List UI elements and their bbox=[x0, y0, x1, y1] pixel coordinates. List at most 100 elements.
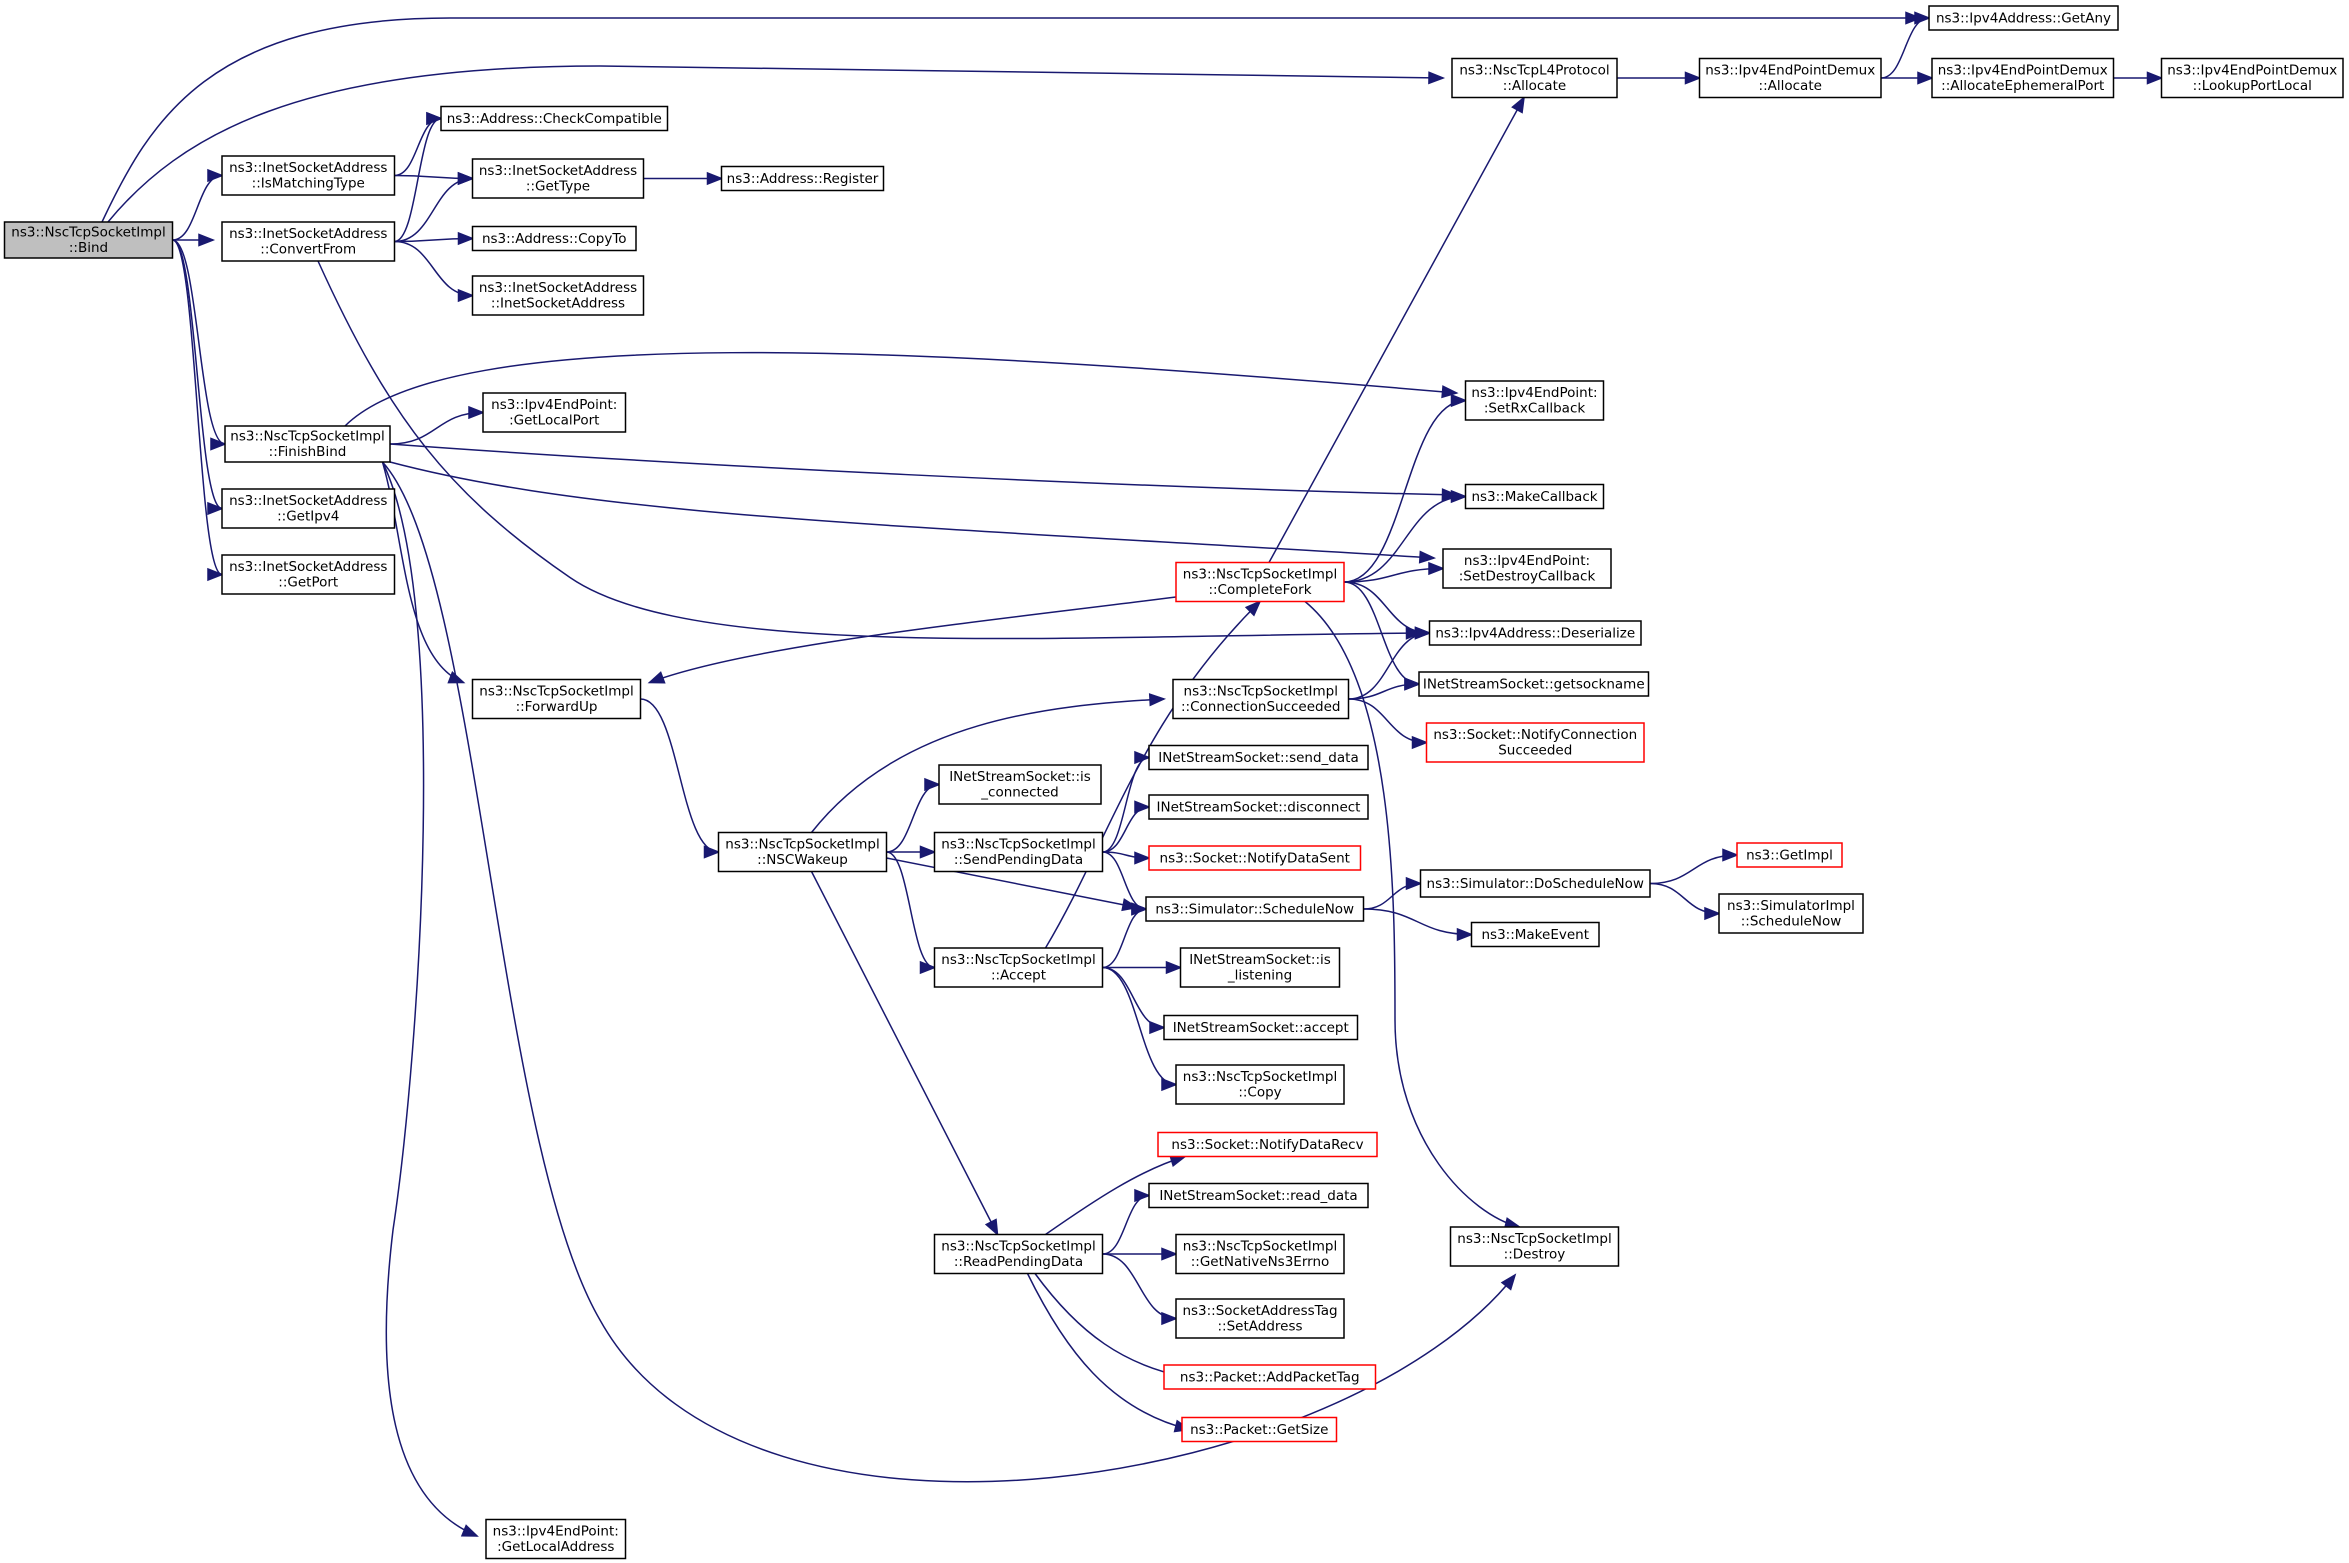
node-is_connected[interactable]: INetStreamSocket::is_connected bbox=[938, 764, 1102, 805]
node-getsockname[interactable]: INetStreamSocket::getsockname bbox=[1418, 671, 1650, 697]
node-box bbox=[1175, 1064, 1345, 1105]
node-label-line: ::GetType bbox=[526, 179, 590, 195]
node-box bbox=[1175, 561, 1345, 603]
node-makecallback[interactable]: ns3::MakeCallback bbox=[1464, 483, 1605, 510]
node-box bbox=[1419, 869, 1651, 898]
node-label-line: ::NSCWakeup bbox=[757, 852, 848, 868]
node-readpending[interactable]: ns3::NscTcpSocketImpl::ReadPendingData bbox=[933, 1233, 1104, 1275]
node-ep_getlocalport[interactable]: ns3::Ipv4EndPoint::GetLocalPort bbox=[482, 392, 627, 433]
node-box bbox=[221, 488, 396, 529]
node-ipv4_deserialize[interactable]: ns3::Ipv4Address::Deserialize bbox=[1428, 620, 1642, 646]
node-completefork[interactable]: ns3::NscTcpSocketImpl::CompleteFork bbox=[1175, 561, 1345, 603]
edge-arrowhead bbox=[1161, 1247, 1179, 1261]
node-bind[interactable]: ns3::NscTcpSocketImpl::Bind bbox=[3, 221, 174, 259]
node-ep_setdestroy[interactable]: ns3::Ipv4EndPoint::SetDestroyCallback bbox=[1442, 548, 1612, 589]
edge-completefork-to-forwardup bbox=[647, 596, 1177, 684]
node-getimpl[interactable]: ns3::GetImpl bbox=[1736, 842, 1843, 868]
edge-l4_allocate-to-demux_allocate bbox=[1617, 71, 1702, 85]
node-isa_ismatching[interactable]: ns3::InetSocketAddress::IsMatchingType bbox=[221, 155, 396, 196]
node-l4_allocate[interactable]: ns3::NscTcpL4Protocol::Allocate bbox=[1451, 57, 1618, 99]
edge-line bbox=[1348, 698, 1427, 744]
node-addr_copyto[interactable]: ns3::Address::CopyTo bbox=[471, 225, 637, 252]
node-isa_convertfrom[interactable]: ns3::InetSocketAddress::ConvertFrom bbox=[221, 221, 396, 262]
node-box bbox=[1418, 671, 1650, 697]
edge-connsucceeded-to-ipv4_deserialize bbox=[1348, 626, 1432, 700]
node-isa_ctor[interactable]: ns3::InetSocketAddress::InetSocketAddres… bbox=[471, 275, 645, 316]
edge-arrowhead bbox=[1134, 1188, 1152, 1203]
node-isa_getipv4[interactable]: ns3::InetSocketAddress::GetIpv4 bbox=[221, 488, 396, 529]
node-label-line: _connected bbox=[980, 785, 1058, 801]
node-accept_impl[interactable]: ns3::NscTcpSocketImpl::Accept bbox=[933, 947, 1104, 988]
node-forwardup[interactable]: ns3::NscTcpSocketImpl::ForwardUp bbox=[471, 678, 642, 720]
node-copy[interactable]: ns3::NscTcpSocketImpl::Copy bbox=[1175, 1064, 1345, 1105]
node-box bbox=[1179, 947, 1341, 988]
nodes-layer: ns3::NscTcpSocketImpl::Bindns3::Ipv4Addr… bbox=[3, 5, 2344, 1560]
node-ins_accept[interactable]: INetStreamSocket::accept bbox=[1163, 1014, 1359, 1041]
node-demux_allocate[interactable]: ns3::Ipv4EndPointDemux::Allocate bbox=[1698, 57, 1882, 99]
node-box bbox=[1163, 1014, 1359, 1041]
edge-line bbox=[172, 239, 226, 445]
node-getsize[interactable]: ns3::Packet::GetSize bbox=[1181, 1416, 1338, 1443]
edge-line bbox=[394, 177, 473, 243]
edge-line bbox=[1034, 1273, 1186, 1378]
node-label-line: ns3::NscTcpSocketImpl bbox=[725, 837, 879, 853]
node-demux_alloc_eph[interactable]: ns3::Ipv4EndPointDemux::AllocateEphemera… bbox=[1931, 57, 2115, 99]
edge-line bbox=[886, 851, 935, 969]
node-label-line: ns3::Packet::AddPacketTag bbox=[1180, 1369, 1360, 1385]
node-is_listening[interactable]: INetStreamSocket::is_listening bbox=[1179, 947, 1341, 988]
node-disconnect[interactable]: INetStreamSocket::disconnect bbox=[1148, 794, 1369, 820]
edge-arrowhead bbox=[1165, 960, 1183, 975]
edge-arrowhead bbox=[1450, 393, 1468, 408]
node-finishbind[interactable]: ns3::NscTcpSocketImpl::FinishBind bbox=[224, 425, 391, 463]
node-read_data[interactable]: INetStreamSocket::read_data bbox=[1148, 1182, 1369, 1209]
edge-arrowhead bbox=[1428, 561, 1446, 576]
node-getnativeerrno[interactable]: ns3::NscTcpSocketImpl::GetNativeNs3Errno bbox=[1175, 1233, 1345, 1275]
edge-line bbox=[394, 117, 442, 177]
node-simimpl_schedule[interactable]: ns3::SimulatorImpl::ScheduleNow bbox=[1718, 893, 1864, 934]
edge-sim_schedulenow-to-makeevent bbox=[1363, 908, 1474, 942]
node-demux_lookup[interactable]: ns3::Ipv4EndPointDemux::LookupPortLocal bbox=[2160, 57, 2344, 99]
node-label-line: ns3::Ipv4EndPointDemux bbox=[2167, 63, 2337, 79]
edge-arrowhead bbox=[1134, 800, 1152, 814]
edge-nscwakeup-to-accept_impl bbox=[886, 851, 937, 975]
node-ep_setrx[interactable]: ns3::Ipv4EndPoint::SetRxCallback bbox=[1464, 380, 1605, 421]
edge-arrowhead bbox=[1244, 600, 1262, 617]
node-box bbox=[471, 275, 645, 316]
node-notify_datasent[interactable]: ns3::Socket::NotifyDataSent bbox=[1148, 845, 1362, 871]
node-makeevent[interactable]: ns3::MakeEvent bbox=[1470, 921, 1600, 948]
edge-line bbox=[1343, 399, 1466, 583]
edge-arrowhead bbox=[1161, 1311, 1179, 1326]
edge-line bbox=[649, 596, 1177, 684]
node-box bbox=[2160, 57, 2344, 99]
edge-line bbox=[1102, 1253, 1177, 1320]
node-ipv4_getany[interactable]: ns3::Ipv4Address::GetAny bbox=[1928, 5, 2119, 31]
node-isa_getport[interactable]: ns3::InetSocketAddress::GetPort bbox=[221, 554, 396, 595]
node-box bbox=[224, 425, 391, 463]
node-notify_datarecv[interactable]: ns3::Socket::NotifyDataRecv bbox=[1157, 1131, 1378, 1158]
node-sim_schedulenow[interactable]: ns3::Simulator::ScheduleNow bbox=[1145, 896, 1365, 922]
node-box bbox=[221, 554, 396, 595]
node-send_data[interactable]: INetStreamSocket::send_data bbox=[1148, 744, 1369, 771]
node-label-line: ns3::NscTcpSocketImpl bbox=[1184, 684, 1338, 700]
node-satag_setaddr[interactable]: ns3::SocketAddressTag::SetAddress bbox=[1175, 1298, 1345, 1339]
node-addr_register[interactable]: ns3::Address::Register bbox=[720, 165, 885, 192]
edge-finishbind-to-ep_setdestroy bbox=[389, 461, 1437, 564]
edge-accept_impl-to-copy bbox=[1102, 966, 1179, 1092]
node-ep_getlocaladdr[interactable]: ns3::Ipv4EndPoint::GetLocalAddress bbox=[485, 1518, 627, 1560]
node-addpackettag[interactable]: ns3::Packet::AddPacketTag bbox=[1163, 1364, 1377, 1390]
node-box bbox=[1145, 896, 1365, 922]
node-sendpending[interactable]: ns3::NscTcpSocketImpl::SendPendingData bbox=[933, 831, 1104, 873]
node-addr_checkcompat[interactable]: ns3::Address::CheckCompatible bbox=[440, 105, 669, 132]
node-sim_doschedule[interactable]: ns3::Simulator::DoScheduleNow bbox=[1419, 869, 1651, 898]
edge-line bbox=[886, 783, 940, 853]
node-destroy[interactable]: ns3::NscTcpSocketImpl::Destroy bbox=[1449, 1226, 1620, 1267]
node-label-line: INetStreamSocket::is bbox=[949, 769, 1091, 785]
node-label-line: ns3::Ipv4Address::Deserialize bbox=[1435, 625, 1635, 641]
node-label-line: ns3::NscTcpSocketImpl bbox=[941, 952, 1095, 968]
node-nscwakeup[interactable]: ns3::NscTcpSocketImpl::NSCWakeup bbox=[717, 831, 888, 873]
node-box bbox=[933, 947, 1104, 988]
node-connsucceeded[interactable]: ns3::NscTcpSocketImpl::ConnectionSucceed… bbox=[1172, 678, 1350, 720]
node-box bbox=[1148, 845, 1362, 871]
node-isa_gettype[interactable]: ns3::InetSocketAddress::GetType bbox=[471, 158, 645, 199]
